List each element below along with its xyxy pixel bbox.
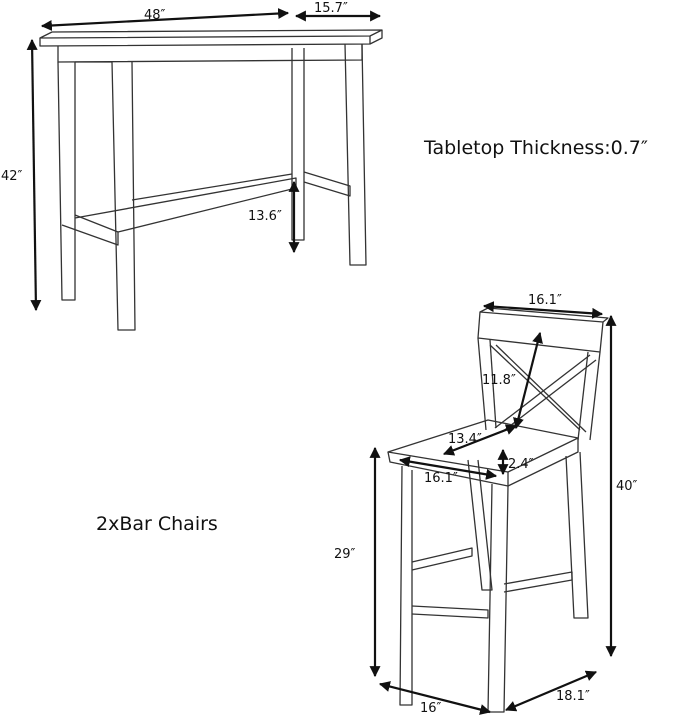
chair-base-depth-arrow xyxy=(504,670,598,712)
table-height-label: 42″ xyxy=(1,169,23,184)
chair-seat-thickness-label: 2.4″ xyxy=(508,457,534,472)
chair-seat-depth-label: 13.4″ xyxy=(448,432,482,447)
chair-base-depth-label: 18.1″ xyxy=(556,689,590,704)
chair-base-width-arrow xyxy=(378,681,492,715)
chair-seat-height-label: 29″ xyxy=(334,547,356,562)
tabletop-thickness-note: Tabletop Thickness:0.7″ xyxy=(423,137,648,159)
bar-chairs-note: 2xBar Chairs xyxy=(96,513,218,535)
bar-chair-drawing xyxy=(387,307,609,713)
chair-seat-front-label: 16.1″ xyxy=(424,471,458,486)
chair-base-width-label: 16″ xyxy=(420,701,442,716)
chair-back-height-label: 11.8″ xyxy=(482,373,516,388)
table-depth-label: 15.7″ xyxy=(314,1,348,16)
chair-seat-depth-arrow xyxy=(442,424,518,456)
chair-back-height-arrow xyxy=(513,331,543,430)
chair-back-width-arrow xyxy=(482,301,604,319)
table-height-arrow xyxy=(26,38,42,312)
table-footrest-label: 13.6″ xyxy=(248,209,282,224)
table-width-label: 48″ xyxy=(144,8,166,23)
bar-table-drawing xyxy=(39,29,383,331)
table-width-arrow xyxy=(40,8,290,31)
chair-total-height-label: 40″ xyxy=(616,479,638,494)
chair-seat-front-arrow xyxy=(398,456,498,480)
chair-back-width-label: 16.1″ xyxy=(528,293,562,308)
